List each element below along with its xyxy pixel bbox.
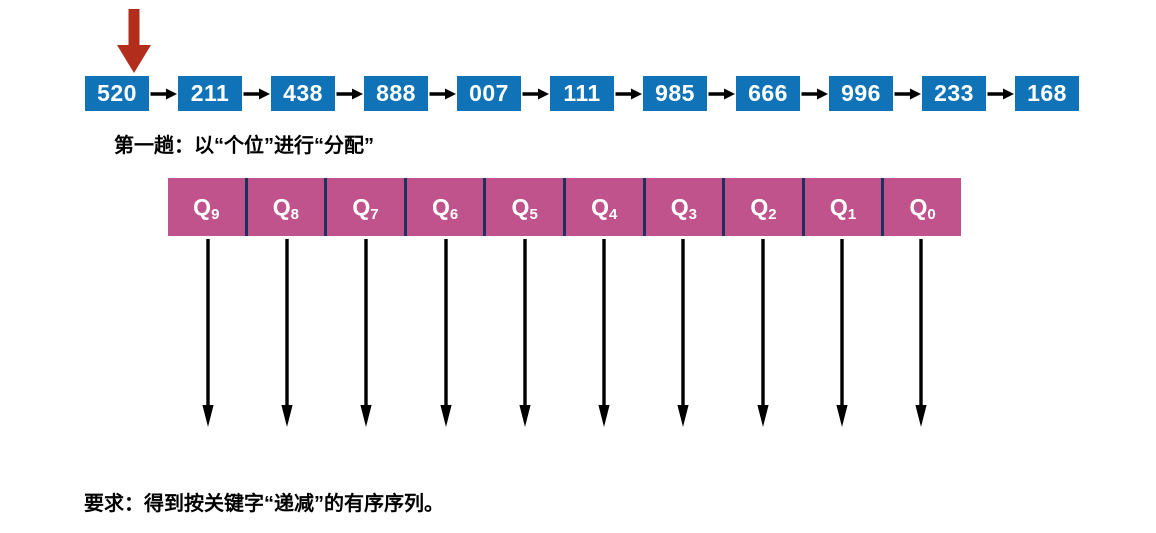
arrow-cell (247, 239, 326, 427)
down-arrow-icon (836, 239, 848, 427)
right-arrow-icon (522, 88, 549, 99)
right-arrow-icon (429, 88, 456, 99)
queue-bar: Q9 Q8 Q7 Q6 Q5 Q4 Q3 Q2 Q1 Q0 (168, 178, 961, 236)
right-arrow-icon (801, 88, 828, 99)
down-arrow-icon (915, 239, 927, 427)
queue-cell-q6: Q6 (403, 178, 484, 236)
right-arrow-icon (336, 88, 363, 99)
down-arrow-icon (281, 239, 293, 427)
arrow-cell (644, 239, 723, 427)
arrow-cell (406, 239, 485, 427)
arrow-cell (882, 239, 961, 427)
queue-cell-q7: Q7 (324, 178, 404, 236)
down-arrow-icon (202, 239, 214, 427)
arrow-cell (168, 239, 247, 427)
queue-cell-q8: Q8 (244, 178, 325, 236)
queue-cell-q4: Q4 (562, 178, 643, 236)
queue-cell-q2: Q2 (722, 178, 802, 236)
right-arrow-icon (243, 88, 270, 99)
queue-cell-q1: Q1 (801, 178, 882, 236)
list-node: 438 (271, 76, 335, 111)
list-node: 168 (1015, 76, 1079, 111)
queue-cell-q5: Q5 (483, 178, 563, 236)
down-arrow-icon (439, 239, 452, 427)
linked-list: 520 211 438 888 007 111 985 666 996 233 … (85, 76, 1079, 111)
down-arrow-icon (757, 239, 769, 427)
queue-label: Q8 (272, 193, 299, 223)
right-arrow-icon (894, 88, 921, 99)
distribution-arrows (168, 239, 961, 427)
queue-cell-q3: Q3 (642, 178, 723, 236)
queue-label: Q0 (909, 193, 936, 223)
list-node: 888 (364, 76, 428, 111)
queue-label: Q7 (352, 193, 379, 223)
list-node: 211 (178, 76, 242, 111)
queue-cell-q9: Q9 (168, 178, 245, 236)
list-node: 996 (829, 76, 893, 111)
list-node: 233 (922, 76, 986, 111)
queue-label: Q2 (750, 193, 777, 223)
requirement-caption: 要求：得到按关键字“递减”的有序序列。 (84, 493, 444, 515)
right-arrow-icon (150, 88, 177, 99)
right-arrow-icon (615, 88, 642, 99)
list-node: 007 (457, 76, 521, 111)
queue-label: Q9 (193, 193, 220, 223)
queue-label: Q4 (591, 193, 618, 223)
right-arrow-icon (987, 88, 1014, 99)
down-arrow-icon (360, 239, 372, 427)
down-arrow-icon (519, 239, 531, 427)
queue-label: Q5 (511, 193, 538, 223)
list-node: 520 (85, 76, 149, 111)
red-down-arrow-icon (117, 9, 151, 73)
queue-label: Q1 (829, 193, 857, 223)
queue-label: Q3 (670, 193, 697, 223)
queue-label: Q6 (431, 193, 459, 223)
down-arrow-icon (677, 239, 690, 427)
queue-cell-q0: Q0 (881, 178, 961, 236)
list-node: 666 (736, 76, 800, 111)
arrow-cell (802, 239, 881, 427)
arrow-cell (564, 239, 643, 427)
down-arrow-icon (598, 239, 610, 427)
list-node: 111 (550, 76, 614, 111)
pass-caption: 第一趟：以“个位”进行“分配” (114, 135, 374, 157)
arrow-cell (723, 239, 802, 427)
arrow-cell (485, 239, 564, 427)
right-arrow-icon (708, 88, 735, 99)
list-node: 985 (643, 76, 707, 111)
arrow-cell (327, 239, 406, 427)
